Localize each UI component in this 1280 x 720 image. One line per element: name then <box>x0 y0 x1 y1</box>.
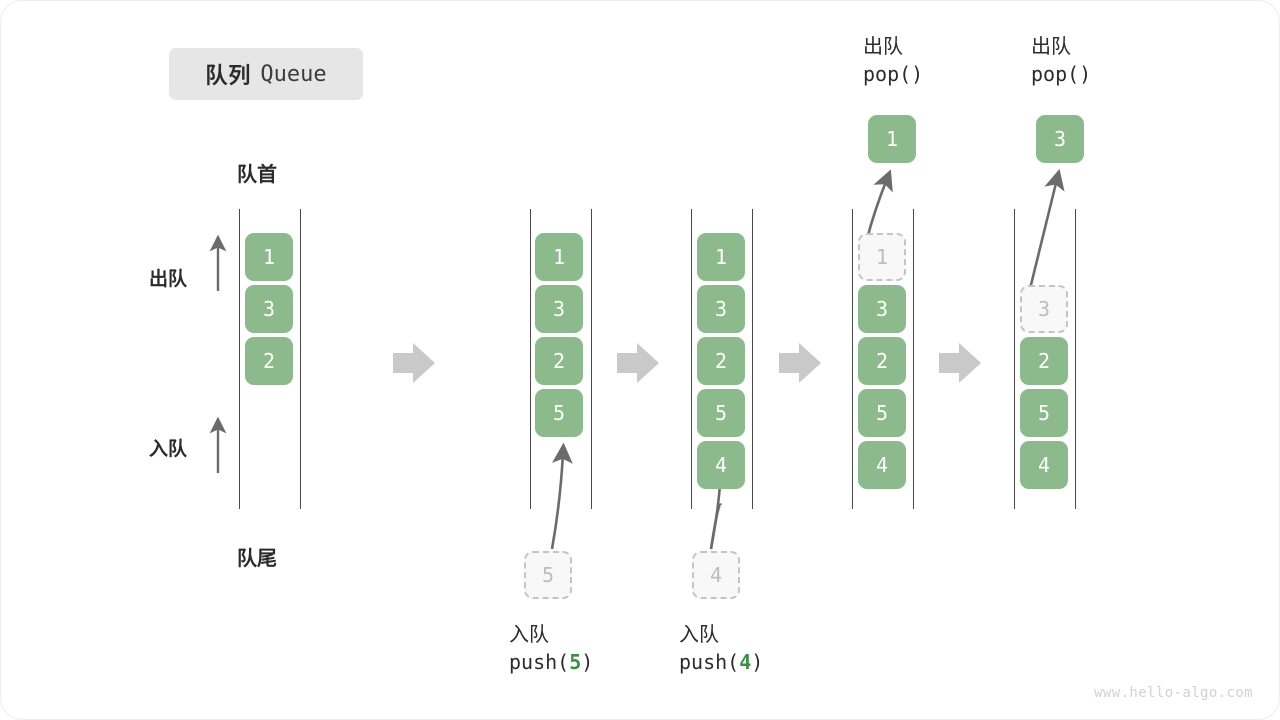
diagram-title-badge: 队列 Queue <box>169 48 363 100</box>
queue-element: 1 <box>697 233 745 281</box>
queue-rail-left <box>1014 209 1015 509</box>
queue-element: 5 <box>858 389 906 437</box>
queue-element: 3 <box>535 285 583 333</box>
queue-element: 2 <box>1020 337 1068 385</box>
step-arrow <box>779 343 821 383</box>
queue-element-new: 5 <box>535 389 583 437</box>
queue-rail-right <box>300 209 301 509</box>
popped-element: 1 <box>868 115 916 163</box>
queue-element-new: 4 <box>697 441 745 489</box>
queue-element: 3 <box>697 285 745 333</box>
push-5-arrow <box>550 442 573 550</box>
push-5-caption-code: push(5) <box>509 649 594 674</box>
pop-1-caption-code: pop() <box>863 61 924 86</box>
step-arrow <box>939 343 981 383</box>
push-5-caption-cn: 入队 <box>509 622 549 646</box>
title-english: Queue <box>260 61 327 87</box>
ghost-element-removed: 1 <box>858 233 906 281</box>
queue-element: 5 <box>697 389 745 437</box>
ghost-element-removed: 3 <box>1020 285 1068 333</box>
queue-rail-left <box>852 209 853 509</box>
queue-element: 4 <box>858 441 906 489</box>
queue-element: 2 <box>697 337 745 385</box>
step-arrow <box>617 343 659 383</box>
ghost-element-incoming: 5 <box>524 551 572 599</box>
queue-rail-left <box>691 209 692 509</box>
queue-rail-right <box>1075 209 1076 509</box>
pop-1-caption: 出队 pop() <box>863 33 923 88</box>
queue-rail-left <box>530 209 531 509</box>
queue-rail-right <box>752 209 753 509</box>
enqueue-side-label: 入队 <box>149 438 188 460</box>
queue-rail-right <box>591 209 592 509</box>
dequeue-side-label: 出队 <box>149 268 188 290</box>
pop-1-caption-cn: 出队 <box>863 34 903 58</box>
queue-element: 5 <box>1020 389 1068 437</box>
push-4-caption-cn: 入队 <box>679 622 719 646</box>
push-4-caption: 入队 push(4) <box>679 621 763 676</box>
pop-1-arrow <box>865 169 893 240</box>
queue-rear-label: 队尾 <box>237 546 277 570</box>
queue-element: 2 <box>245 337 293 385</box>
pop-3-caption: 出队 pop() <box>1031 33 1091 88</box>
queue-front-label: 队首 <box>237 162 277 186</box>
push-5-caption: 入队 push(5) <box>509 621 593 676</box>
queue-element: 4 <box>1020 441 1068 489</box>
popped-element: 3 <box>1036 115 1084 163</box>
queue-element: 1 <box>245 233 293 281</box>
ghost-element-incoming: 4 <box>692 551 740 599</box>
queue-element: 2 <box>858 337 906 385</box>
pop-3-caption-code: pop() <box>1031 61 1092 86</box>
title-chinese: 队列 <box>205 64 252 89</box>
pop-3-arrow <box>1027 168 1065 294</box>
watermark: www.hello-algo.com <box>1094 685 1253 701</box>
step-arrow <box>393 343 435 383</box>
queue-rail-right <box>913 209 914 509</box>
queue-rail-left <box>239 209 240 509</box>
queue-element: 3 <box>858 285 906 333</box>
queue-element: 2 <box>535 337 583 385</box>
push-4-caption-code: push(4) <box>679 649 764 674</box>
queue-element: 1 <box>535 233 583 281</box>
pop-3-caption-cn: 出队 <box>1031 34 1071 58</box>
queue-element: 3 <box>245 285 293 333</box>
